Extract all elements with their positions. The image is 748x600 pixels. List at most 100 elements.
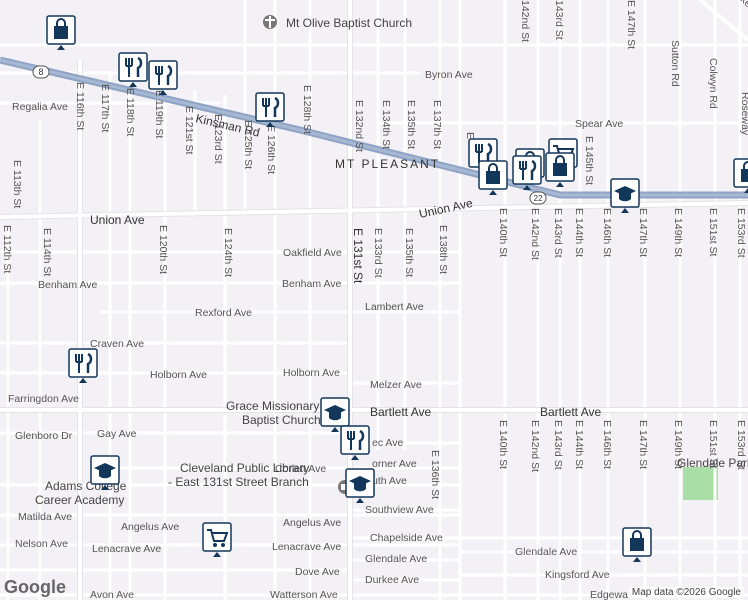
svg-text:E 120th St: E 120th St	[157, 225, 169, 274]
svg-text:E 121st St: E 121st St	[183, 106, 195, 155]
bartlett-label-west: Bartlett Ave	[370, 405, 431, 419]
svg-text:E 138th St: E 138th St	[437, 225, 449, 274]
restaurant-icon[interactable]	[340, 425, 370, 461]
svg-text:E 119th St: E 119th St	[153, 90, 165, 138]
svg-text:Nelson Ave: Nelson Ave	[15, 538, 68, 550]
svg-text:E 117th St: E 117th St	[99, 84, 111, 132]
svg-text:E 147th St: E 147th St	[637, 420, 649, 469]
library-label-2: - East 131st Street Branch	[168, 475, 309, 489]
svg-text:E 144th St: E 144th St	[573, 420, 585, 469]
svg-text:Sutton Rd: Sutton Rd	[669, 40, 681, 87]
school-icon[interactable]	[345, 468, 375, 504]
svg-text:Glendale Ave: Glendale Ave	[365, 553, 427, 565]
route-8-shield: 8	[32, 65, 50, 79]
svg-text:Angelus Ave: Angelus Ave	[283, 517, 341, 529]
svg-text:E 133rd St: E 133rd St	[372, 228, 384, 278]
svg-text:Regalia Ave: Regalia Ave	[12, 101, 68, 113]
svg-text:22: 22	[534, 194, 543, 203]
svg-text:E 149th St: E 149th St	[672, 420, 684, 469]
bartlett-label-east: Bartlett Ave	[540, 405, 601, 419]
svg-text:Avon Ave: Avon Ave	[90, 589, 134, 600]
svg-text:Rexford Ave: Rexford Ave	[195, 307, 252, 319]
mt-olive-church[interactable]: Mt Olive Baptist Church	[263, 15, 412, 30]
restaurant-icon[interactable]	[118, 52, 148, 88]
shopping-bag-icon[interactable]	[733, 158, 748, 194]
svg-text:E 140th St: E 140th St	[497, 208, 509, 257]
svg-text:E 153rd St: E 153rd St	[735, 420, 747, 470]
svg-text:Kingsford Ave: Kingsford Ave	[545, 569, 610, 581]
map-copyright[interactable]: Map data ©2026 Google	[628, 587, 744, 598]
svg-text:E 132nd St: E 132nd St	[353, 100, 365, 152]
svg-text:E 142nd St: E 142nd St	[529, 208, 541, 260]
svg-text:E 151st St: E 151st St	[707, 420, 719, 469]
svg-text:Roseway: Roseway	[739, 92, 748, 136]
svg-text:Byron Ave: Byron Ave	[425, 69, 473, 81]
shopping-bag-icon[interactable]	[478, 160, 508, 196]
svg-text:E 143rd St: E 143rd St	[552, 420, 564, 470]
svg-text:Holborn Ave: Holborn Ave	[283, 367, 340, 379]
restaurant-icon[interactable]	[255, 92, 285, 128]
google-logo: Google	[4, 577, 66, 597]
school-icon[interactable]	[320, 397, 350, 433]
svg-text:Gay Ave: Gay Ave	[97, 428, 137, 440]
glendale-park-label: Glendale Park	[677, 456, 748, 470]
svg-text:ken: ken	[738, 0, 748, 14]
restaurant-icon[interactable]	[148, 60, 178, 96]
shopping-bag-icon[interactable]	[622, 527, 652, 563]
svg-text:ec Ave: ec Ave	[372, 437, 403, 449]
school-icon[interactable]	[90, 455, 120, 491]
svg-text:Edgewa: Edgewa	[590, 589, 628, 600]
svg-text:Angelus Ave: Angelus Ave	[121, 521, 179, 533]
svg-text:Watterson Ave: Watterson Ave	[270, 589, 338, 600]
svg-text:E 143rd St: E 143rd St	[552, 208, 564, 258]
svg-text:Lambert Ave: Lambert Ave	[365, 301, 424, 313]
svg-text:Corlett Ave: Corlett Ave	[275, 463, 326, 475]
grace-church-label-2: Baptist Church	[242, 413, 321, 427]
svg-text:8: 8	[38, 67, 43, 77]
svg-text:Chapelside Ave: Chapelside Ave	[370, 532, 443, 544]
svg-text:E 135th St: E 135th St	[403, 228, 415, 277]
e131-label: E 131st St	[351, 228, 365, 284]
svg-text:E 146th St: E 146th St	[601, 420, 613, 469]
svg-text:uth Ave: uth Ave	[372, 475, 407, 487]
shopping-cart-icon[interactable]	[202, 522, 232, 558]
svg-text:E 142nd St: E 142nd St	[529, 420, 541, 472]
svg-text:E 153rd St: E 153rd St	[735, 208, 747, 258]
svg-text:Craven Ave: Craven Ave	[90, 338, 144, 350]
svg-text:Oakfield Ave: Oakfield Ave	[283, 247, 342, 259]
school-icon[interactable]	[610, 178, 640, 214]
svg-text:orner Ave: orner Ave	[372, 458, 417, 470]
neighborhood-label: MT PLEASANT	[335, 157, 440, 171]
svg-text:Lenacrave Ave: Lenacrave Ave	[92, 543, 161, 555]
svg-text:E 135th St: E 135th St	[405, 100, 417, 149]
svg-text:E 149th St: E 149th St	[672, 208, 684, 257]
svg-text:E 128th St: E 128th St	[301, 85, 313, 134]
svg-text:E 151st St: E 151st St	[707, 208, 719, 257]
svg-text:E 136th St: E 136th St	[429, 450, 441, 499]
svg-text:E 123rd St: E 123rd St	[212, 114, 224, 164]
svg-text:Spear Ave: Spear Ave	[575, 118, 623, 130]
svg-text:E 124th St: E 124th St	[222, 228, 234, 277]
svg-text:E 134th St: E 134th St	[380, 100, 392, 149]
svg-text:E 113th St: E 113th St	[11, 160, 23, 208]
svg-text:Farringdon Ave: Farringdon Ave	[8, 393, 79, 405]
glendale-park-area	[683, 467, 718, 500]
svg-text:Melzer Ave: Melzer Ave	[370, 379, 422, 391]
svg-text:E 125th St: E 125th St	[242, 120, 254, 169]
library-label-1: Cleveland Public Library	[180, 461, 309, 475]
svg-text:E 140th St: E 140th St	[497, 420, 509, 469]
svg-text:E 126th St: E 126th St	[265, 125, 277, 174]
restaurant-icon[interactable]	[68, 348, 98, 384]
restaurant-icon[interactable]	[512, 155, 542, 191]
svg-text:E 146th St: E 146th St	[601, 208, 613, 257]
svg-text:E: E	[464, 132, 476, 139]
shopping-bag-icon[interactable]	[46, 15, 76, 51]
grace-church-label-1: Grace Missionary	[226, 399, 319, 413]
union-ave-label-west: Union Ave	[90, 213, 145, 227]
route-22-shield: 22	[529, 191, 547, 205]
svg-text:E 147th St: E 147th St	[625, 0, 637, 49]
shopping-bag-icon[interactable]	[545, 152, 575, 188]
svg-text:Benham Ave: Benham Ave	[38, 279, 98, 291]
